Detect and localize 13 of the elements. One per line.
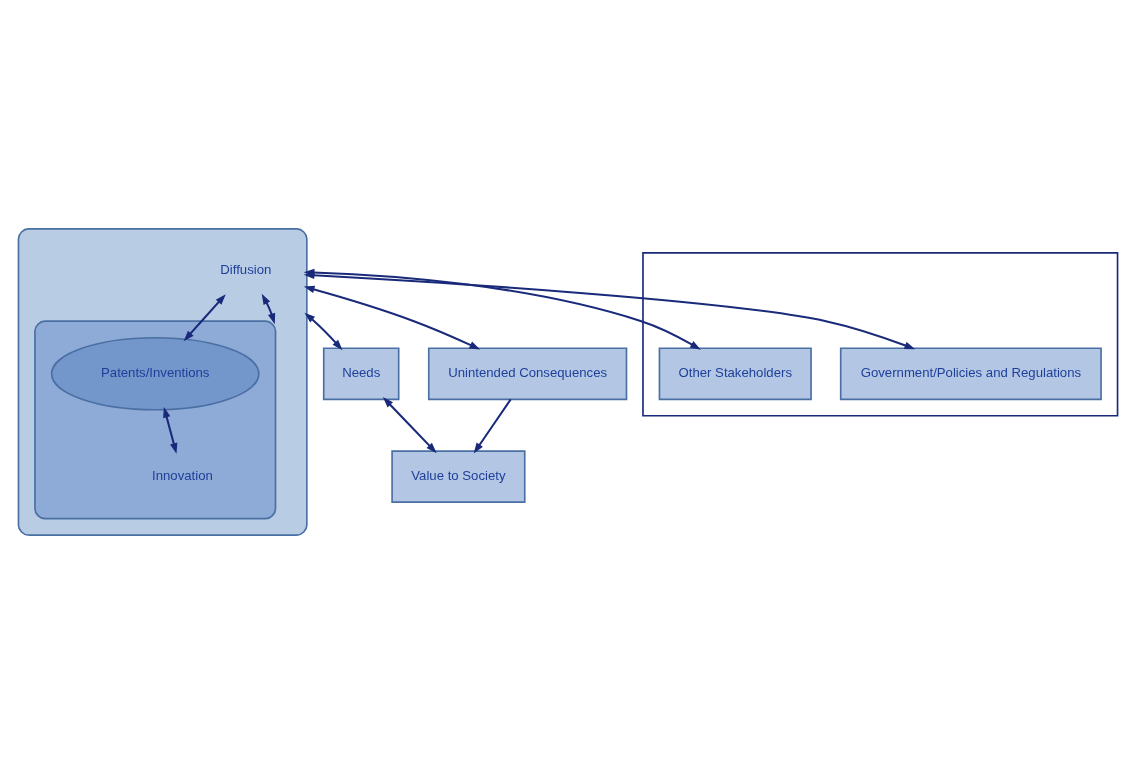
node-ellipse: Patents/Inventions — [50, 336, 260, 411]
arrow — [303, 285, 481, 349]
node-box: Needs — [322, 346, 400, 400]
arrow — [304, 312, 343, 350]
arrow — [473, 398, 512, 453]
arrow — [163, 406, 178, 454]
node-box: Value to Society — [391, 449, 526, 503]
node-box: Government/Policies and Regulations — [839, 346, 1102, 400]
cluster — [642, 251, 1119, 417]
arrow — [382, 396, 437, 453]
arrow — [183, 293, 226, 341]
node-box: Unintended Consequences — [427, 346, 628, 400]
node-box: Other Stakeholders — [658, 346, 812, 400]
